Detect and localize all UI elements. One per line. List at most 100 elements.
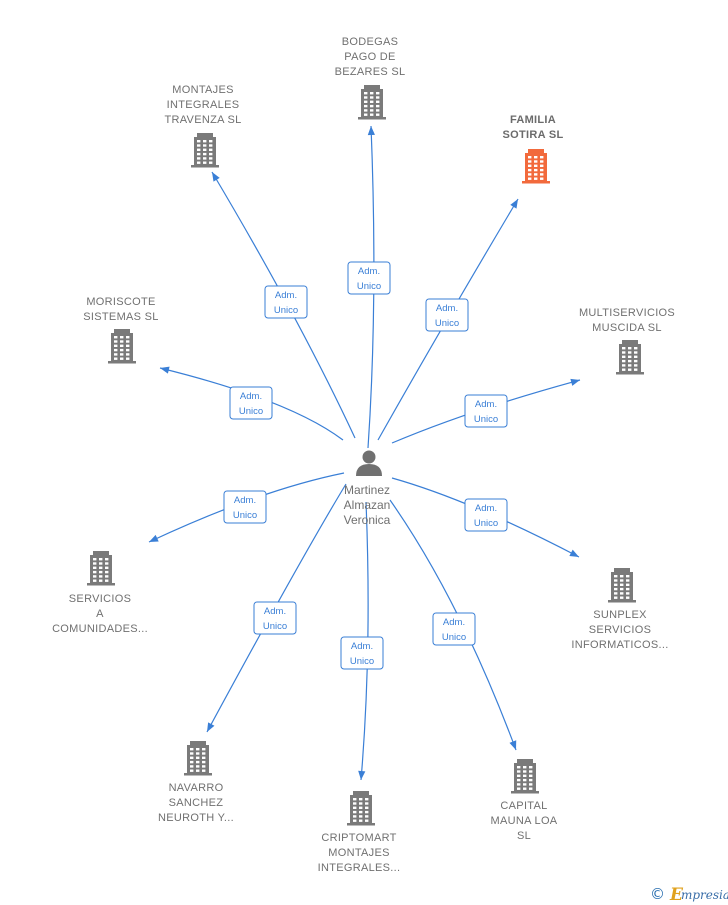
building-icon <box>511 759 539 794</box>
person-name-line: Veronica <box>344 513 391 527</box>
role-line: Adm. <box>264 606 286 617</box>
person-name-line: Martinez <box>344 483 390 497</box>
role-box <box>264 285 308 319</box>
role-badge-bodegas[interactable]: Adm. Unico <box>347 261 391 295</box>
role-box <box>253 601 297 635</box>
brand-name: mpresia <box>681 888 728 902</box>
role-line: Unico <box>350 656 374 667</box>
building-icon <box>108 329 136 364</box>
role-label: Adm. Unico <box>435 303 459 329</box>
label-line: NEUROTH Y... <box>158 812 234 824</box>
role-line: Adm. <box>358 266 380 277</box>
role-line: Unico <box>233 510 257 521</box>
arrowhead-familia <box>510 199 518 209</box>
person-name-line: Almazan <box>344 498 391 512</box>
watermark: © E mpresia <box>650 885 728 905</box>
role-badge-familia[interactable]: Adm. Unico <box>425 298 469 332</box>
role-box <box>223 490 267 524</box>
role-badge-sunplex[interactable]: Adm. Unico <box>464 498 508 532</box>
role-badge-criptomart[interactable]: Adm.Unico <box>340 636 384 670</box>
role-box <box>340 636 384 670</box>
role-line: Unico <box>239 406 263 417</box>
label-line: MUSCIDA SL <box>592 322 662 334</box>
building-icon <box>616 340 644 375</box>
role-line: Unico <box>474 518 498 529</box>
role-label: Adm.Unico <box>350 641 374 667</box>
role-line: Unico <box>357 281 381 292</box>
role-line: Unico <box>435 318 459 329</box>
role-line: Adm. <box>475 503 497 514</box>
building-icon <box>347 791 375 826</box>
building-icon <box>87 551 115 586</box>
role-box <box>464 498 508 532</box>
label-line: SERVICIOS <box>69 593 131 605</box>
label-line: MONTAJES <box>172 84 233 96</box>
company-label-moriscote: MORISCOTE SISTEMAS SL <box>83 296 158 323</box>
role-box <box>347 261 391 295</box>
role-badge-montajes[interactable]: Adm. Unico <box>264 285 308 319</box>
building-icon <box>191 133 219 168</box>
role-box <box>432 612 476 646</box>
company-label-multiservicios: MULTISERVICIOS MUSCIDA SL <box>579 307 675 334</box>
role-label: Adm.Unico <box>442 617 466 643</box>
role-line: Adm. <box>275 290 297 301</box>
role-box <box>425 298 469 332</box>
role-line: Unico <box>474 414 498 425</box>
label-line: SERVICIOS <box>589 624 651 636</box>
role-line: Adm. <box>436 303 458 314</box>
arrowhead-bodegas <box>367 126 375 136</box>
role-badge-servicios[interactable]: Adm.Unico <box>223 490 267 524</box>
label-line: MONTAJES <box>328 847 389 859</box>
brand-initial: E <box>669 885 684 905</box>
label-line: SL <box>517 830 531 842</box>
arrowhead-navarro <box>207 722 215 732</box>
role-badge-navarro[interactable]: Adm. Unico <box>253 601 297 635</box>
label-line: CRIPTOMART <box>321 832 396 844</box>
building-icon <box>358 85 386 120</box>
label-line: SOTIRA SL <box>503 129 564 141</box>
label-line: SUNPLEX <box>593 609 647 621</box>
arrowhead-moriscote <box>160 366 170 374</box>
arrowhead-capital <box>509 740 517 750</box>
role-badge-multiservicios[interactable]: Adm.Unico <box>464 394 508 428</box>
role-line: Unico <box>274 305 298 316</box>
role-label: Adm. Unico <box>274 290 298 316</box>
label-line: BEZARES SL <box>335 66 406 78</box>
role-line: Unico <box>442 632 466 643</box>
arrowhead-sunplex <box>569 549 579 557</box>
label-line: MULTISERVICIOS <box>579 307 675 319</box>
arrowhead-montajes <box>212 172 220 182</box>
building-icon <box>608 568 636 603</box>
label-line: SISTEMAS SL <box>83 311 158 323</box>
company-node-moriscote[interactable]: MORISCOTE SISTEMAS SL <box>83 296 158 364</box>
label-line: MORISCOTE <box>86 296 155 308</box>
role-badge-moriscote[interactable]: Adm.Unico <box>229 386 273 420</box>
role-line: Unico <box>263 621 287 632</box>
building-icon <box>522 149 550 184</box>
arrowhead-servicios <box>149 534 159 542</box>
role-label: Adm. Unico <box>474 503 498 529</box>
label-line: PAGO DE <box>344 51 395 63</box>
arrowhead-criptomart <box>358 770 366 780</box>
company-node-multiservicios[interactable]: MULTISERVICIOS MUSCIDA SL <box>579 307 675 375</box>
building-icon <box>184 741 212 776</box>
role-label: Adm. Unico <box>263 606 287 632</box>
role-badge-capital[interactable]: Adm.Unico <box>432 612 476 646</box>
